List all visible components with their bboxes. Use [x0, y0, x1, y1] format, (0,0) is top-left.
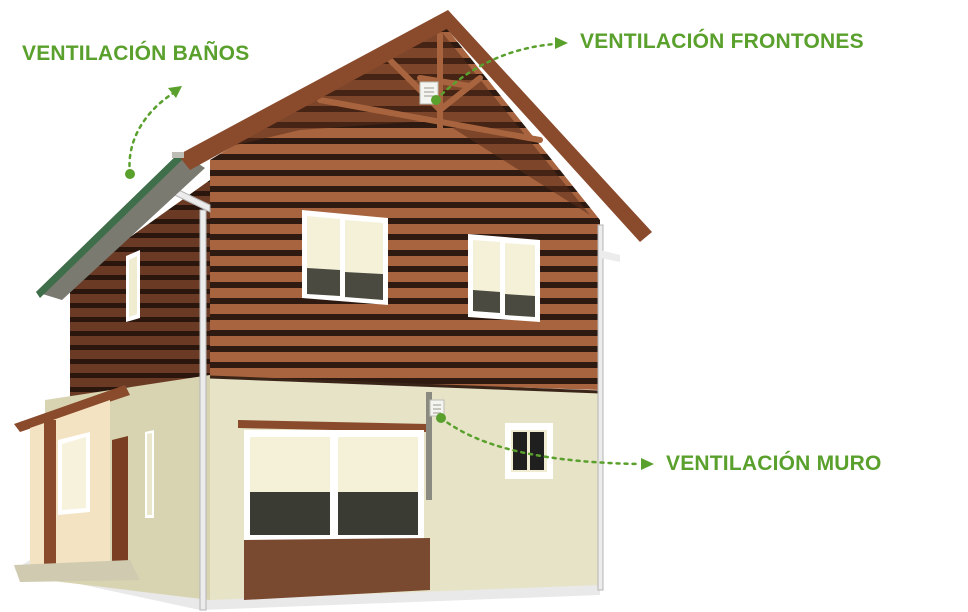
- downspouts: [157, 179, 604, 611]
- callout-frontones: [434, 42, 557, 102]
- callout-banos-dot: [125, 169, 135, 179]
- callout-muro-dot: [436, 413, 446, 423]
- gable-soffit: [215, 30, 590, 215]
- label-ventilacion-banos: VENTILACIÓN BAÑOS: [22, 42, 250, 65]
- eave-return: [600, 250, 620, 262]
- roof-fascia-left: [178, 10, 452, 170]
- ground-window: [238, 420, 430, 600]
- roof-vent-icon: [172, 152, 184, 158]
- roof-side: [36, 152, 205, 300]
- upper-window-right: [468, 234, 540, 322]
- callout-frontones-arrowhead: [555, 37, 568, 49]
- callout-muro-arrowhead: [641, 458, 654, 470]
- porch: [14, 385, 154, 582]
- callout-banos-arrowhead: [168, 86, 182, 98]
- label-ventilacion-frontones: VENTILACIÓN FRONTONES: [580, 30, 864, 53]
- callout-banos: [128, 90, 177, 176]
- upper-window-left: [302, 210, 388, 305]
- callout-muro: [439, 416, 642, 466]
- callout-frontones-dot: [431, 95, 441, 105]
- wall-pipe: [426, 392, 432, 500]
- roof-fascia-right: [444, 10, 652, 242]
- small-front-window: [505, 423, 553, 479]
- side-window: [126, 250, 140, 322]
- roof-side-fascia: [36, 152, 184, 298]
- label-ventilacion-muro: VENTILACIÓN MURO: [666, 452, 882, 475]
